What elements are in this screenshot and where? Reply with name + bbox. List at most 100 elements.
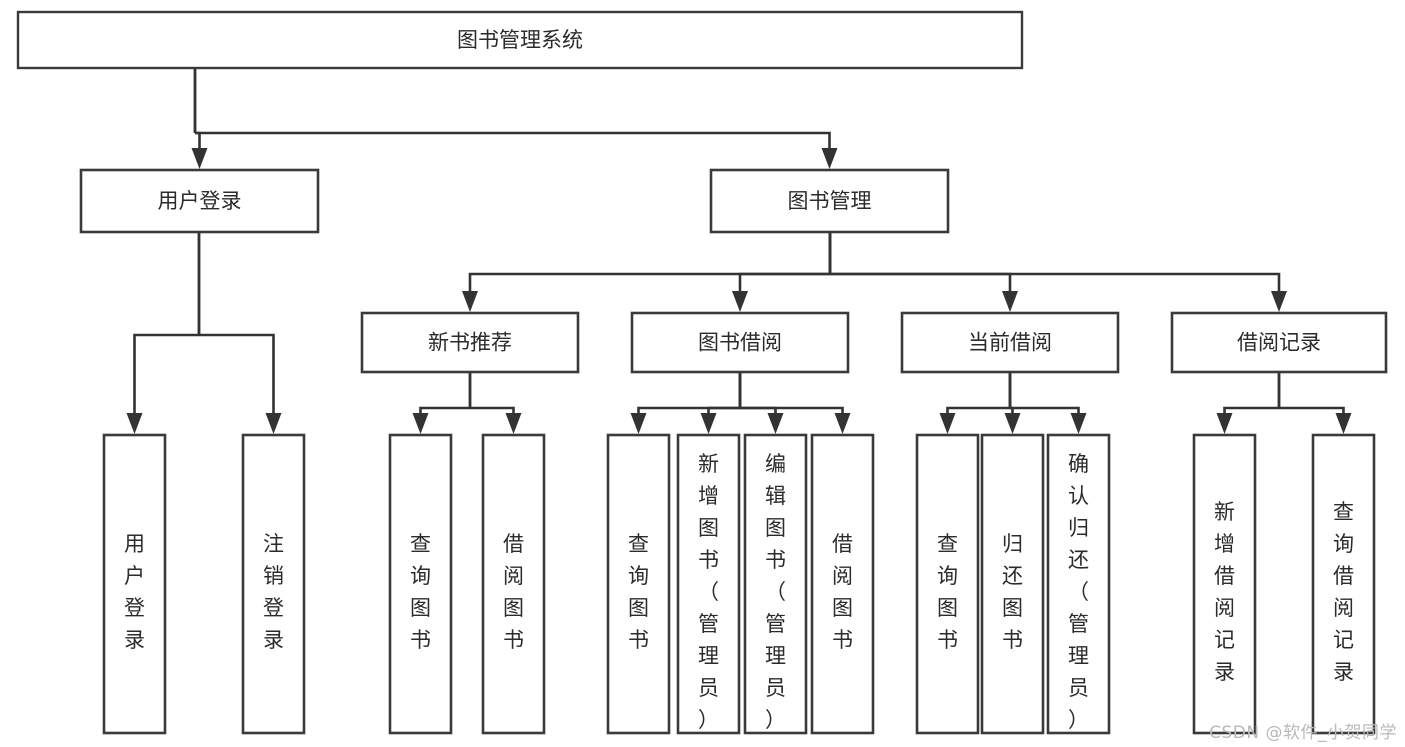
node-label: 用户登录 bbox=[158, 189, 242, 213]
arrow-head-icon bbox=[505, 413, 522, 434]
node-label: 新增借阅记录 bbox=[1214, 500, 1235, 684]
connector-root-to-n_book_mgmt bbox=[193, 68, 838, 169]
node-box bbox=[810, 433, 875, 735]
node-label: 新增图书（管理员） bbox=[698, 452, 719, 732]
node-l-user-login[interactable]: 用户登录 bbox=[102, 433, 167, 735]
node-n-book-borrow[interactable]: 图书借阅 bbox=[630, 311, 850, 374]
node-label: 查询图书 bbox=[628, 532, 649, 652]
node-label: 图书管理系统 bbox=[457, 28, 583, 52]
node-box bbox=[900, 311, 1120, 374]
node-label: 借阅图书 bbox=[503, 532, 524, 652]
connector-n_borrow_record-to-l_add_record bbox=[1216, 372, 1281, 434]
arrow-head-icon bbox=[767, 413, 784, 434]
node-box bbox=[388, 433, 453, 735]
node-box bbox=[630, 311, 850, 374]
connector-n_user_login-to-l_user_login bbox=[126, 232, 201, 434]
node-l-query-book-2[interactable]: 查询图书 bbox=[606, 433, 671, 735]
node-n-new-book-rec[interactable]: 新书推荐 bbox=[360, 311, 580, 374]
node-label: 图书借阅 bbox=[698, 331, 782, 355]
node-box bbox=[481, 433, 546, 735]
node-box bbox=[1192, 433, 1257, 735]
arrow-head-icon bbox=[1004, 413, 1021, 434]
connector-n_current_borrow-to-l_query_book_3 bbox=[939, 372, 1012, 434]
connector-n_book_borrow-to-l_query_book_2 bbox=[630, 372, 742, 434]
arrow-head-icon bbox=[732, 291, 748, 312]
node-l-add-book[interactable]: 新增图书（管理员） bbox=[676, 433, 741, 735]
node-label: 借阅记录 bbox=[1237, 331, 1321, 355]
node-l-edit-book[interactable]: 编辑图书（管理员） bbox=[743, 433, 808, 735]
connector-n_book_mgmt-to-n_new_book_rec bbox=[462, 232, 832, 312]
connector-n_book_mgmt-to-n_current_borrow bbox=[828, 232, 1018, 312]
arrow-head-icon bbox=[1070, 413, 1087, 434]
node-box bbox=[1046, 433, 1111, 735]
node-l-borrow-book-2[interactable]: 借阅图书 bbox=[810, 433, 875, 735]
node-n-borrow-record[interactable]: 借阅记录 bbox=[1170, 311, 1388, 374]
node-l-query-record[interactable]: 查询借阅记录 bbox=[1311, 433, 1376, 735]
node-l-query-book-1[interactable]: 查询图书 bbox=[388, 433, 453, 735]
node-label: 确认归还（管理员） bbox=[1068, 452, 1089, 732]
connector-n_book_mgmt-to-n_borrow_record bbox=[828, 232, 1287, 312]
node-n-current-borrow[interactable]: 当前借阅 bbox=[900, 311, 1120, 374]
connectors-layer bbox=[126, 68, 1352, 434]
node-l-return-book[interactable]: 归还图书 bbox=[980, 433, 1045, 735]
node-box bbox=[1170, 311, 1388, 374]
connector-n_current_borrow-to-l_return_book bbox=[1004, 372, 1021, 434]
node-box bbox=[606, 433, 671, 735]
node-box bbox=[16, 10, 1024, 70]
node-l-add-record[interactable]: 新增借阅记录 bbox=[1192, 433, 1257, 735]
node-l-query-book-3[interactable]: 查询图书 bbox=[915, 433, 980, 735]
connector-n_book_mgmt-to-n_book_borrow bbox=[732, 232, 832, 312]
node-box bbox=[980, 433, 1045, 735]
node-box bbox=[102, 433, 167, 735]
node-n-book-mgmt[interactable]: 图书管理 bbox=[709, 168, 950, 234]
node-root[interactable]: 图书管理系统 bbox=[16, 10, 1024, 70]
node-l-borrow-book-1[interactable]: 借阅图书 bbox=[481, 433, 546, 735]
arrow-head-icon bbox=[462, 291, 478, 312]
node-box bbox=[360, 311, 580, 374]
node-label: 查询借阅记录 bbox=[1333, 500, 1354, 684]
connector-n_new_book_rec-to-l_query_book_1 bbox=[412, 372, 472, 434]
arrow-head-icon bbox=[1335, 413, 1352, 434]
arrow-head-icon bbox=[1271, 291, 1287, 312]
connector-n_borrow_record-to-l_query_record bbox=[1277, 372, 1352, 434]
node-box bbox=[1311, 433, 1376, 735]
connector-n_user_login-to-l_user_logout bbox=[197, 232, 282, 434]
arrow-head-icon bbox=[821, 148, 838, 169]
node-label: 当前借阅 bbox=[968, 331, 1052, 355]
node-l-confirm-return[interactable]: 确认归还（管理员） bbox=[1046, 433, 1111, 735]
node-label: 图书管理 bbox=[788, 189, 872, 213]
node-label: 注销登录 bbox=[263, 532, 284, 652]
connector-n_new_book_rec-to-l_borrow_book_1 bbox=[468, 372, 522, 434]
node-box bbox=[79, 168, 320, 234]
connector-n_book_borrow-to-l_borrow_book_2 bbox=[738, 372, 851, 434]
connector-n_book_borrow-to-l_add_book bbox=[700, 372, 742, 434]
connector-n_current_borrow-to-l_confirm_return bbox=[1008, 372, 1087, 434]
node-n-user-login[interactable]: 用户登录 bbox=[79, 168, 320, 234]
arrow-head-icon bbox=[126, 413, 143, 434]
arrow-head-icon bbox=[191, 148, 208, 169]
node-box bbox=[676, 433, 741, 735]
node-box bbox=[709, 168, 950, 234]
connector-n_book_borrow-to-l_edit_book bbox=[738, 372, 784, 434]
node-label: 归还图书 bbox=[1002, 532, 1023, 652]
node-label: 编辑图书（管理员） bbox=[765, 452, 786, 732]
arrow-head-icon bbox=[700, 413, 717, 434]
arrow-head-icon bbox=[834, 413, 851, 434]
arrow-head-icon bbox=[1002, 291, 1018, 312]
node-label: 新书推荐 bbox=[428, 331, 512, 355]
arrow-head-icon bbox=[939, 413, 956, 434]
node-label: 借阅图书 bbox=[832, 532, 853, 652]
node-label: 用户登录 bbox=[124, 532, 145, 652]
node-box bbox=[241, 433, 306, 735]
node-label: 查询图书 bbox=[410, 532, 431, 652]
nodes-layer: 图书管理系统用户登录图书管理新书推荐图书借阅当前借阅借阅记录用户登录注销登录查询… bbox=[16, 10, 1388, 735]
arrow-head-icon bbox=[265, 413, 282, 434]
csdn-watermark: CSDN @软件_小贺同学 bbox=[1209, 723, 1397, 743]
arrow-head-icon bbox=[412, 413, 429, 434]
node-box bbox=[915, 433, 980, 735]
node-box bbox=[743, 433, 808, 735]
arrow-head-icon bbox=[630, 413, 647, 434]
node-l-user-logout[interactable]: 注销登录 bbox=[241, 433, 306, 735]
